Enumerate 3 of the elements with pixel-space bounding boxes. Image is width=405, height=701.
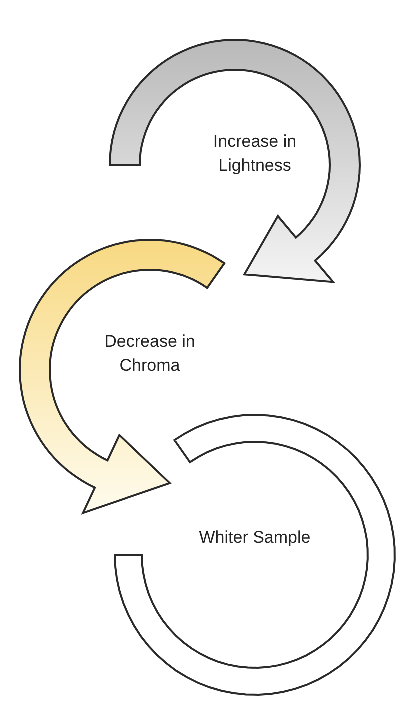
- shape-label: Decrease in Chroma: [104, 331, 196, 377]
- shape-label: Whiter Sample: [198, 527, 312, 549]
- shape-label: Increase in Lightness: [212, 131, 298, 177]
